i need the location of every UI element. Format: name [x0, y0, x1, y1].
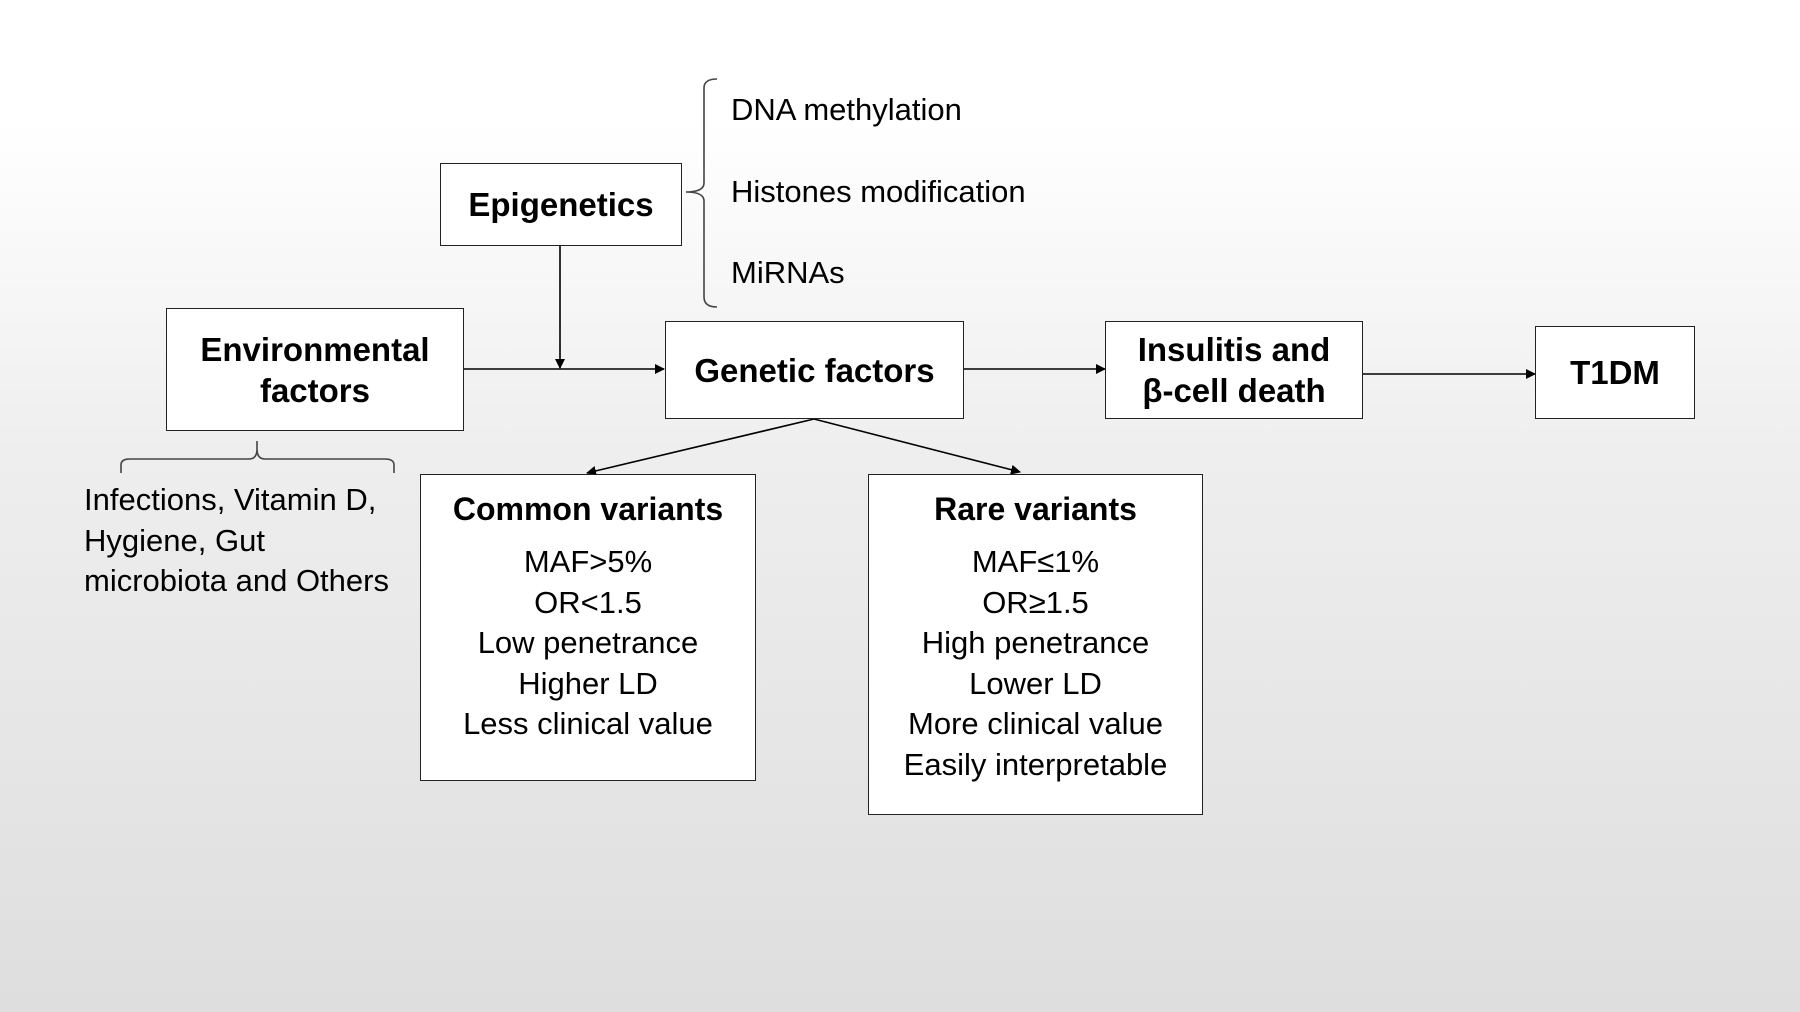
- rare-variants-item: OR≥1.5: [982, 584, 1089, 620]
- insulitis-box: Insulitis and β-cell death: [1105, 321, 1363, 419]
- rare-variants-item: High penetrance: [921, 625, 1150, 660]
- environmental-factors-box: Environmental factors: [166, 308, 464, 431]
- environmental-label-line1: Environmental: [200, 330, 430, 368]
- epigenetics-box: Epigenetics: [440, 163, 682, 246]
- common-variants-title: Common variants: [452, 491, 724, 527]
- epigenetic-mechanism-mirnas: MiRNAs: [731, 255, 845, 290]
- common-variants-item: Less clinical value: [463, 706, 713, 741]
- arrow-genetic-to-rare-variants: [813, 418, 1021, 475]
- rare-variants-item: MAF≤1%: [971, 544, 1100, 579]
- common-variants-list: MAF>5% OR<1.5 Low penetrance Higher LD L…: [421, 542, 755, 745]
- rare-variants-list: MAF≤1% OR≥1.5 High penetrance Lower LD M…: [869, 542, 1202, 785]
- common-variants-item: Higher LD: [518, 665, 658, 701]
- common-variants-item: Low penetrance: [477, 625, 699, 660]
- environmental-examples-line3: microbiota and Others: [84, 563, 389, 598]
- environmental-examples-line1: Infections, Vitamin D,: [84, 482, 377, 517]
- genetic-factors-label: Genetic factors: [694, 351, 935, 389]
- environmental-label-line2: factors: [259, 371, 371, 409]
- common-variants-item: MAF>5%: [523, 544, 653, 579]
- t1dm-label: T1DM: [1570, 354, 1660, 391]
- rare-variants-item: Easily interpretable: [903, 746, 1168, 782]
- environmental-examples-line2: Hygiene, Gut: [84, 522, 265, 558]
- arrow-genetic-to-common-variants: [586, 418, 815, 476]
- insulitis-label-line1: Insulitis and: [1137, 331, 1331, 368]
- insulitis-label-line2: β-cell death: [1142, 372, 1326, 409]
- epigenetic-mechanism-dna-methylation: DNA methylation: [731, 92, 962, 127]
- environmental-brace: [120, 441, 395, 473]
- rare-variants-box: Rare variants MAF≤1% OR≥1.5 High penetra…: [868, 474, 1203, 815]
- epigenetics-label: Epigenetics: [468, 186, 654, 223]
- insulitis-label: Insulitis and β-cell death: [1138, 329, 1331, 411]
- epigenetic-mechanism-histones-modification: Histones modification: [731, 174, 1026, 209]
- t1dm-box: T1DM: [1535, 326, 1695, 419]
- rare-variants-item: Lower LD: [969, 665, 1102, 701]
- rare-variants-item: More clinical value: [908, 706, 1163, 741]
- common-variants-item: OR<1.5: [534, 584, 642, 620]
- rare-variants-title: Rare variants: [934, 491, 1137, 527]
- environmental-factors-label: Environmental factors: [200, 329, 429, 411]
- genetic-factors-box: Genetic factors: [665, 321, 964, 419]
- epigenetic-brace: [685, 78, 718, 308]
- common-variants-box: Common variants MAF>5% OR<1.5 Low penetr…: [420, 474, 756, 781]
- environmental-examples: Infections, Vitamin D, Hygiene, Gut micr…: [84, 480, 389, 602]
